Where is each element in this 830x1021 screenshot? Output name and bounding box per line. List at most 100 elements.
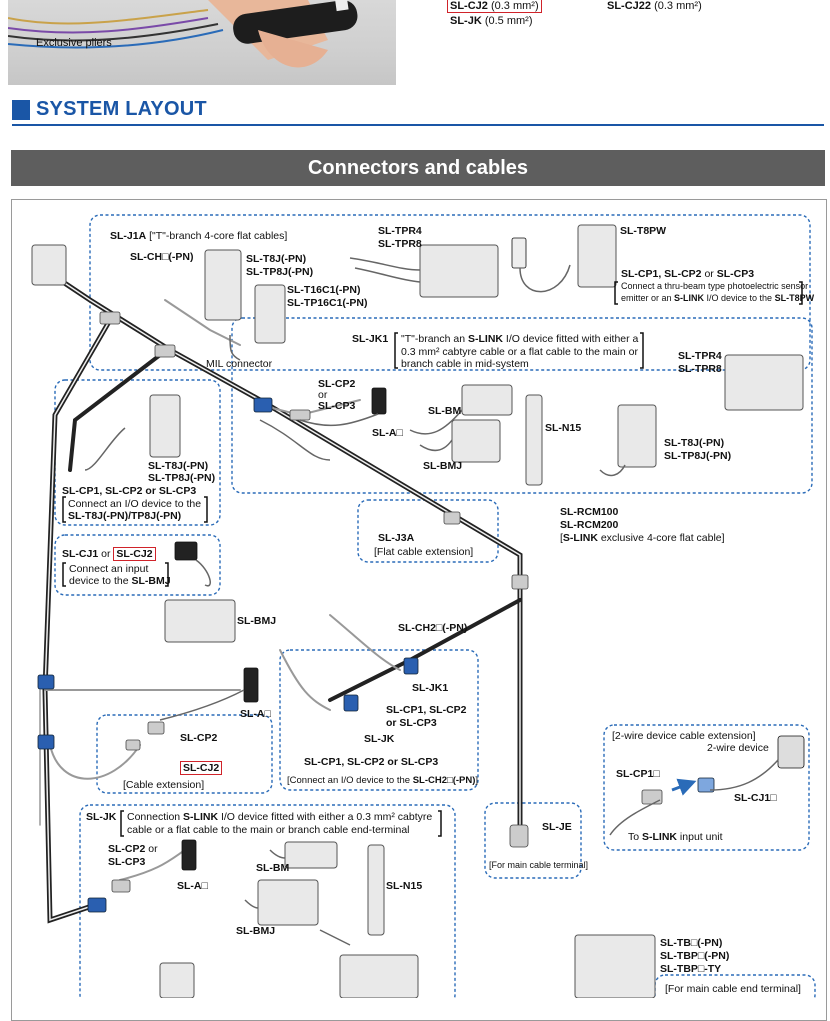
label-to-input: To S-LINK input unit (628, 831, 723, 843)
label-cable-ext: [Cable extension] (123, 779, 205, 791)
label-jk-desc-1: Connection S-LINK I/O device fitted with… (127, 811, 433, 823)
module-t8pw (577, 224, 617, 288)
label-cp2-a: SL-CP2 (318, 378, 356, 390)
label-tb: SL-TB□(-PN) (660, 937, 723, 949)
group-2wire (603, 724, 810, 851)
label-tp8j-b: SL-TP8J(-PN) (148, 472, 216, 484)
label-jk1-desc-2: 0.3 mm² cabtyre cable or a flat cable to… (401, 346, 638, 358)
label-rcm-desc: [S-LINK exclusive 4-core flat cable] (560, 532, 725, 544)
label-tpr4-a: SL-TPR4 (378, 225, 422, 237)
label-tbp: SL-TBP□(-PN) (660, 950, 730, 962)
label-ch2-desc: [Connect an I/O device to the SL-CH2□(-P… (287, 775, 479, 786)
label-jk1-desc-3: branch cable in mid-system (401, 358, 529, 370)
module-tpr-top (419, 244, 499, 298)
system-diagram (31, 214, 816, 998)
module-t16c1 (254, 284, 286, 344)
module-bm (461, 384, 513, 416)
label-tp8j-c: SL-TP8J(-PN) (664, 450, 732, 462)
label-cp-b: SL-CP1, SL-CP2 or SL-CP3 (62, 485, 197, 497)
label-cp-d: SL-CP1, SL-CP2 or SL-CP3 (304, 756, 439, 768)
label-conn-input-1: Connect an input (69, 563, 149, 575)
label-cp3-f: SL-CP3 (108, 856, 146, 868)
module-t8j-right (617, 404, 657, 468)
label-j3a: SL-J3A (378, 532, 415, 544)
label-bmj-b: SL-BMJ (237, 615, 277, 627)
label-t8j-c: SL-T8J(-PN) (664, 437, 725, 449)
module-tb (574, 934, 656, 998)
label-2wire: 2-wire device (707, 742, 769, 754)
label-je-desc: [For main cable terminal] (489, 860, 589, 870)
group-jk1 (231, 317, 813, 494)
module-n15-bottom (367, 844, 385, 936)
label-bmj-f: SL-BMJ (236, 925, 276, 937)
label-jk-b: SL-JK (86, 811, 117, 823)
label-a-f: SL-A□ (177, 880, 208, 892)
label-cj1-e: SL-CJ1□ (734, 792, 777, 804)
group-cj2 (96, 714, 273, 794)
label-j1a: SL-J1A ["T"-branch 4-core flat cables] (110, 230, 288, 242)
label-jk1-b: SL-JK1 (412, 682, 449, 694)
label-cp2-f: SL-CP2 or (108, 843, 158, 855)
group-j3a (357, 499, 499, 563)
pliers-photo: Exclusive pliers (8, 0, 396, 85)
module-bmj-mid (164, 599, 236, 643)
label-bm-a: SL-BM (428, 405, 462, 417)
cable-item-cj2: SL-CJ2 (0.3 mm²) (447, 0, 542, 13)
label-n15-f: SL-N15 (386, 880, 423, 892)
label-2wire-desc: [2-wire device cable extension] (612, 730, 756, 742)
label-jk1-desc-1: "T"-branch an S-LINK I/O device fitted w… (401, 333, 639, 345)
pliers-illustration (8, 0, 358, 68)
label-cp2-b: SL-CP2 (180, 732, 218, 744)
label-jk-a: SL-JK (364, 733, 395, 745)
label-je: SL-JE (542, 821, 572, 833)
label-a-b: SL-A□ (240, 708, 271, 720)
label-conn-io-1: Connect an I/O device to the (68, 498, 202, 510)
label-tbpty: SL-TBP□-TY (660, 963, 722, 975)
cable-model: SL-CJ22 (607, 0, 652, 12)
cable-model: SL-CJ2 (450, 0, 488, 12)
section-divider (12, 124, 824, 126)
cable-item-cj22: SL-CJ22 (0.3 mm²) (607, 0, 702, 13)
label-cp1-e: SL-CP1□ (616, 768, 660, 780)
label-tp16c1: SL-TP16C1(-PN) (287, 297, 368, 309)
label-jk1: SL-JK1 (352, 333, 389, 345)
label-thru-2: emitter or an S-LINK I/O device to the S… (621, 293, 815, 303)
label-conn-io-2: SL-T8J(-PN)/TP8J(-PN) (68, 510, 182, 522)
label-t8pw: SL-T8PW (620, 225, 667, 237)
label-cp-a: SL-CP1, SL-CP2 or SL-CP3 (621, 268, 755, 280)
cable-spec: (0.3 mm²) (654, 0, 702, 12)
group-jk (79, 804, 456, 998)
module-n15 (525, 394, 543, 486)
module-bm-bottom (284, 841, 338, 869)
label-cp-c-1: SL-CP1, SL-CP2 (386, 704, 467, 716)
cable-spec: (0.3 mm²) (490, 0, 539, 12)
label-rcm100: SL-RCM100 (560, 506, 619, 518)
label-a-a: SL-A□ (372, 427, 403, 439)
label-tb-desc: [For main cable end terminal] (665, 983, 801, 995)
cable-spec: (0.5 mm²) (484, 15, 533, 27)
label-cp-c-2: or SL-CP3 (386, 717, 437, 729)
label-t16c1: SL-T16C1(-PN) (287, 284, 361, 296)
label-rcm200: SL-RCM200 (560, 519, 619, 531)
group-ch2 (279, 649, 479, 791)
label-t8j-b: SL-T8J(-PN) (148, 460, 209, 472)
cable-model: SL-JK (450, 15, 482, 27)
label-tpr8-a: SL-TPR8 (378, 238, 422, 250)
label-tp8j-a: SL-TP8J(-PN) (246, 266, 314, 278)
label-conn-input-2: device to the SL-BMJ (69, 575, 171, 587)
module-box-bm (339, 954, 419, 998)
label-cj2-b: SL-CJ2 (180, 761, 223, 775)
label-thru-1: Connect a thru-beam type photoelectric s… (621, 281, 809, 291)
label-cj1-cj2: SL-CJ1 or SL-CJ2 (62, 547, 156, 561)
module-box-bl (159, 962, 195, 998)
module-bmj (451, 419, 501, 463)
label-tpr4-b: SL-TPR4 (678, 350, 722, 362)
label-cp3-a: SL-CP3 (318, 400, 356, 412)
label-jk-desc-2: cable or a flat cable to the main or bra… (127, 824, 410, 836)
label-bm-f: SL-BM (256, 862, 290, 874)
label-tpr8-b: SL-TPR8 (678, 363, 722, 375)
photo-caption: Exclusive pliers (36, 37, 112, 49)
label-or-a: or (318, 389, 328, 401)
label-n15-a: SL-N15 (545, 422, 582, 434)
module-power (31, 244, 67, 286)
